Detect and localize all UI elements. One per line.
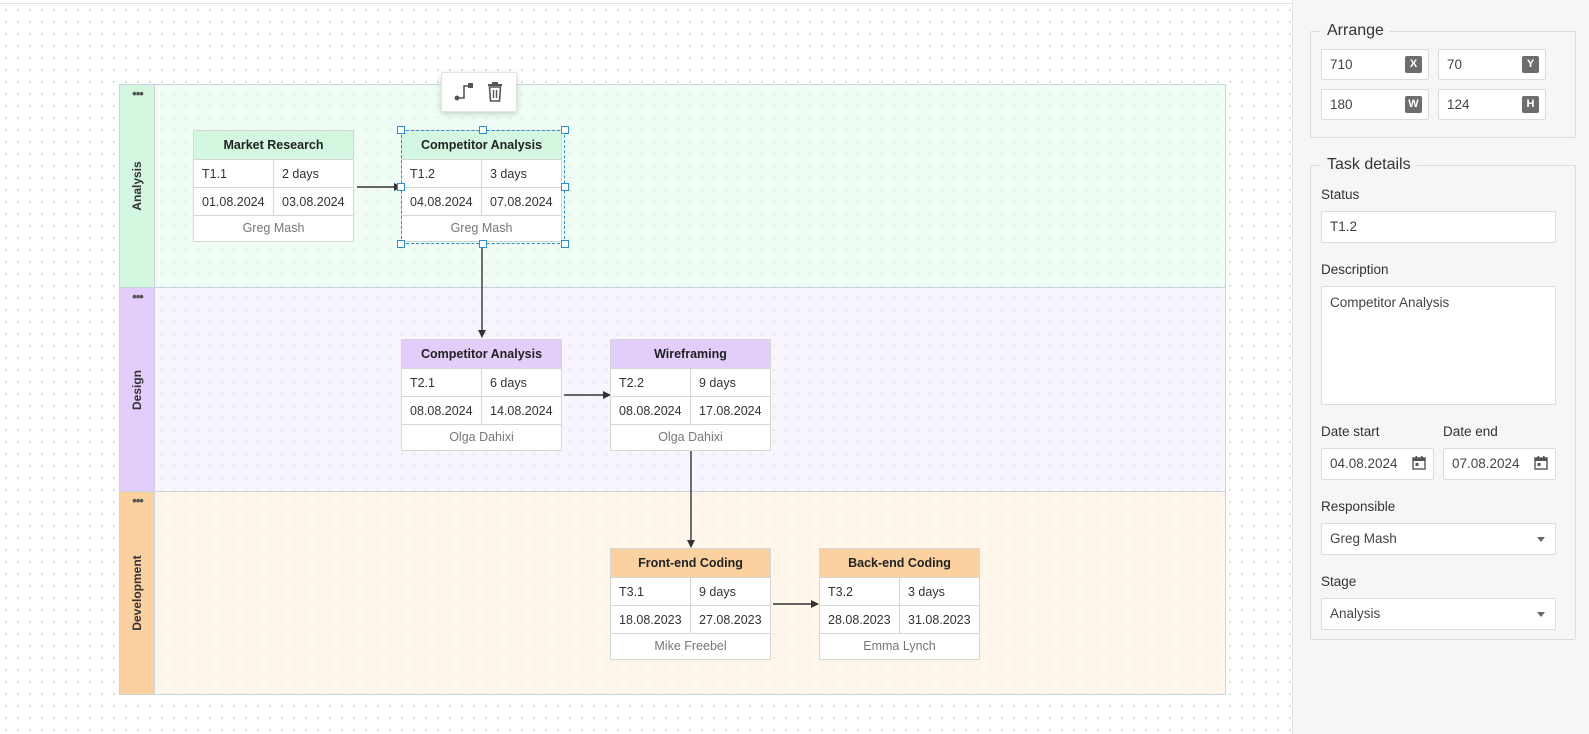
resize-handle-sw[interactable] <box>397 240 405 248</box>
card-start-date: 08.08.2024 <box>410 404 473 418</box>
card-duration: 6 days <box>481 369 561 396</box>
responsible-select[interactable]: Greg Mash <box>1321 523 1556 555</box>
description-label: Description <box>1321 262 1389 277</box>
card-start-date: 18.08.2023 <box>619 613 682 627</box>
card-end-date: 03.08.2024 <box>273 188 353 215</box>
card-owner: Greg Mash <box>242 221 305 235</box>
resize-handle-ne[interactable] <box>561 126 569 134</box>
card-owner: Emma Lynch <box>863 639 936 653</box>
stage-select[interactable]: Analysis <box>1321 598 1556 630</box>
task-card-t3-1[interactable]: Front-end Coding T3.1 9 days 18.08.2023 27… <box>610 548 771 660</box>
width-field[interactable]: 180 W <box>1321 89 1429 120</box>
lane-header-design[interactable]: ••• Design <box>120 288 155 491</box>
card-start-date: 28.08.2023 <box>828 613 891 627</box>
card-end-date: 14.08.2024 <box>481 397 561 424</box>
task-details-group: Task details <box>1310 156 1576 640</box>
y-field[interactable]: 70 Y <box>1438 49 1546 80</box>
card-start-date: 08.08.2024 <box>619 404 682 418</box>
y-badge: Y <box>1522 56 1539 73</box>
card-start-date: 01.08.2024 <box>202 195 265 209</box>
properties-panel: Arrange 710 X 70 Y 180 W 124 H Task deta… <box>1292 0 1589 734</box>
card-title: Competitor Analysis <box>402 340 561 369</box>
card-title: Market Research <box>194 131 353 160</box>
arrange-legend: Arrange <box>1327 22 1384 39</box>
lane-menu-icon[interactable]: ••• <box>132 289 144 304</box>
arrange-group: Arrange <box>1310 22 1576 138</box>
task-card-t1-2[interactable]: Competitor Analysis T1.2 3 days 04.08.202… <box>401 130 562 242</box>
card-duration: 3 days <box>899 578 979 605</box>
description-value: Competitor Analysis <box>1330 295 1450 310</box>
task-card-t2-1[interactable]: Competitor Analysis T2.1 6 days 08.08.202… <box>401 339 562 451</box>
card-duration: 9 days <box>690 369 770 396</box>
card-id: T3.1 <box>619 585 645 599</box>
card-owner: Mike Freebel <box>654 639 727 653</box>
trash-icon[interactable] <box>483 80 507 104</box>
responsible-value: Greg Mash <box>1330 531 1397 546</box>
resize-handle-nw[interactable] <box>397 126 405 134</box>
x-badge: X <box>1405 56 1422 73</box>
task-details-legend: Task details <box>1327 156 1411 173</box>
card-id: T2.1 <box>410 376 436 390</box>
task-card-t3-2[interactable]: Back-end Coding T3.2 3 days 28.08.2023 31.… <box>819 548 980 660</box>
chevron-down-icon <box>1537 612 1545 617</box>
height-field[interactable]: 124 H <box>1438 89 1546 120</box>
resize-handle-e[interactable] <box>561 183 569 191</box>
card-id: T1.1 <box>202 167 228 181</box>
x-value: 710 <box>1330 57 1353 72</box>
lane-menu-icon[interactable]: ••• <box>132 493 144 508</box>
h-badge: H <box>1522 96 1539 113</box>
resize-handle-n[interactable] <box>479 126 487 134</box>
card-id: T3.2 <box>828 585 854 599</box>
card-start-date: 04.08.2024 <box>410 195 473 209</box>
card-duration: 9 days <box>690 578 770 605</box>
w-value: 180 <box>1330 97 1353 112</box>
card-id: T1.2 <box>410 167 436 181</box>
resize-handle-s[interactable] <box>479 240 487 248</box>
description-textarea[interactable]: Competitor Analysis <box>1321 286 1556 405</box>
card-owner: Olga Dahixi <box>658 430 723 444</box>
date-start-label: Date start <box>1321 424 1380 439</box>
status-value: T1.2 <box>1330 219 1358 234</box>
calendar-icon[interactable] <box>1411 455 1427 471</box>
date-start-input[interactable]: 04.08.2024 <box>1321 448 1434 480</box>
stage-label: Stage <box>1321 574 1357 589</box>
date-end-label: Date end <box>1443 424 1498 439</box>
lane-menu-icon[interactable]: ••• <box>132 86 144 101</box>
connector-icon[interactable] <box>452 80 476 104</box>
card-end-date: 27.08.2023 <box>690 606 770 633</box>
resize-handle-se[interactable] <box>561 240 569 248</box>
status-label: Status <box>1321 187 1360 202</box>
task-card-t1-1[interactable]: Market Research T1.1 2 days 01.08.2024 03.… <box>193 130 354 242</box>
date-end-value: 07.08.2024 <box>1452 456 1520 471</box>
date-end-input[interactable]: 07.08.2024 <box>1443 448 1556 480</box>
calendar-icon[interactable] <box>1533 455 1549 471</box>
card-duration: 2 days <box>273 160 353 187</box>
responsible-label: Responsible <box>1321 499 1396 514</box>
lane-header-development[interactable]: ••• Development <box>120 492 155 694</box>
x-field[interactable]: 710 X <box>1321 49 1429 80</box>
card-duration: 3 days <box>481 160 561 187</box>
resize-handle-w[interactable] <box>397 183 405 191</box>
h-value: 124 <box>1447 97 1470 112</box>
y-value: 70 <box>1447 57 1463 72</box>
card-title: Front-end Coding <box>611 549 770 578</box>
connector-layer <box>357 183 819 608</box>
card-owner: Greg Mash <box>450 221 513 235</box>
date-start-value: 04.08.2024 <box>1330 456 1398 471</box>
card-end-date: 17.08.2024 <box>690 397 770 424</box>
chevron-down-icon <box>1537 537 1545 542</box>
card-title: Competitor Analysis <box>402 131 561 160</box>
card-id: T2.2 <box>619 376 645 390</box>
stage-value: Analysis <box>1330 606 1381 621</box>
task-card-t2-2[interactable]: Wireframing T2.2 9 days 08.08.2024 17.08.2… <box>610 339 771 451</box>
status-input[interactable]: T1.2 <box>1321 211 1556 243</box>
card-end-date: 07.08.2024 <box>481 188 561 215</box>
card-title: Back-end Coding <box>820 549 979 578</box>
card-title: Wireframing <box>611 340 770 369</box>
shape-toolbar <box>441 72 517 112</box>
card-end-date: 31.08.2023 <box>899 606 979 633</box>
w-badge: W <box>1405 96 1422 113</box>
lane-header-analysis[interactable]: ••• Analysis <box>120 85 155 287</box>
card-owner: Olga Dahixi <box>449 430 514 444</box>
